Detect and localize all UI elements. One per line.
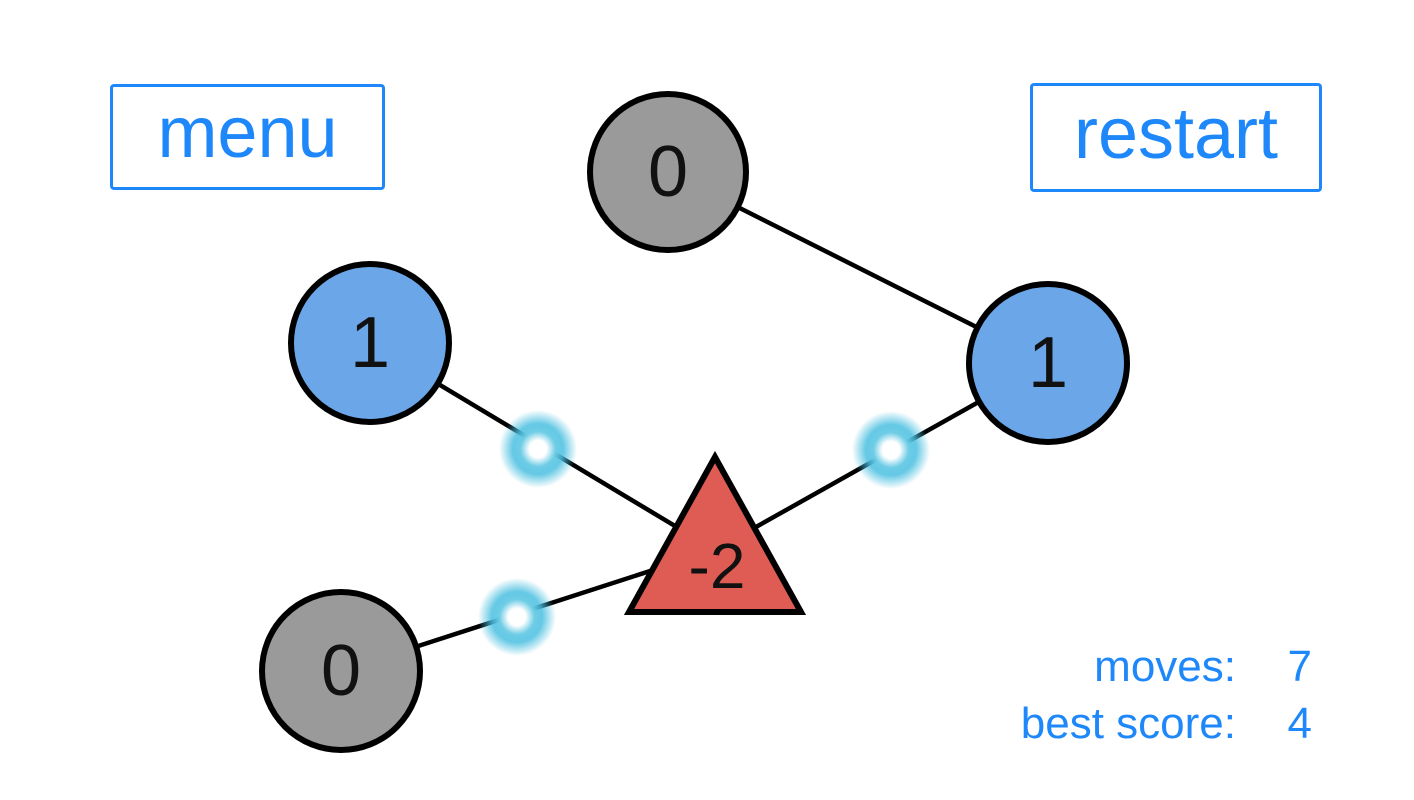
edge-glow-dot <box>478 578 556 656</box>
moves-label: moves: <box>1094 642 1236 691</box>
node-center[interactable] <box>623 450 807 615</box>
node-right[interactable] <box>966 281 1130 445</box>
moves-row: moves: 7 <box>1021 638 1312 695</box>
best-score-label: best score: <box>1020 699 1236 748</box>
node-left[interactable] <box>288 261 452 425</box>
best-score-value: 4 <box>1287 699 1312 748</box>
node-right-value: 1 <box>1028 323 1068 403</box>
node-top-value: 0 <box>648 132 688 212</box>
menu-button[interactable]: menu <box>110 84 385 190</box>
restart-button[interactable]: restart <box>1030 83 1322 192</box>
best-score-row: best score: 4 <box>1021 695 1312 752</box>
edge-glow-dot <box>499 410 577 488</box>
node-top[interactable] <box>587 91 749 253</box>
node-bottom-left-value: 0 <box>321 631 361 711</box>
score-panel: moves: 7 best score: 4 <box>1021 638 1312 752</box>
node-bottom-left[interactable] <box>259 589 423 753</box>
node-left-value: 1 <box>350 303 390 383</box>
edge-glow-dot <box>852 411 930 489</box>
moves-value: 7 <box>1287 642 1312 691</box>
node-center-value: -2 <box>689 530 746 602</box>
